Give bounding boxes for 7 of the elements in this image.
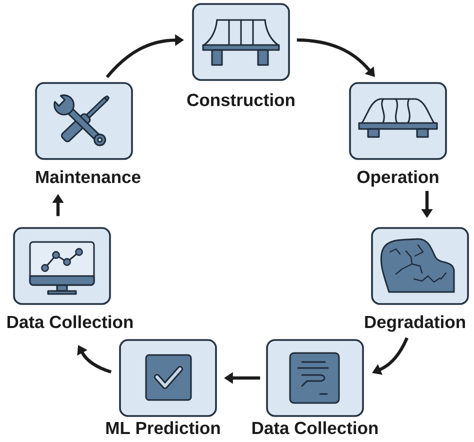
stage-label: ML Prediction bbox=[106, 421, 220, 434]
stage-label: Data Collection bbox=[252, 421, 378, 434]
stage-label: Construction bbox=[187, 93, 294, 106]
stage-label: Data Collection bbox=[7, 315, 133, 328]
stage-label: Degradation bbox=[365, 315, 465, 332]
stage-label: Operation bbox=[357, 170, 438, 187]
stage-label: Maintenance bbox=[36, 170, 140, 184]
